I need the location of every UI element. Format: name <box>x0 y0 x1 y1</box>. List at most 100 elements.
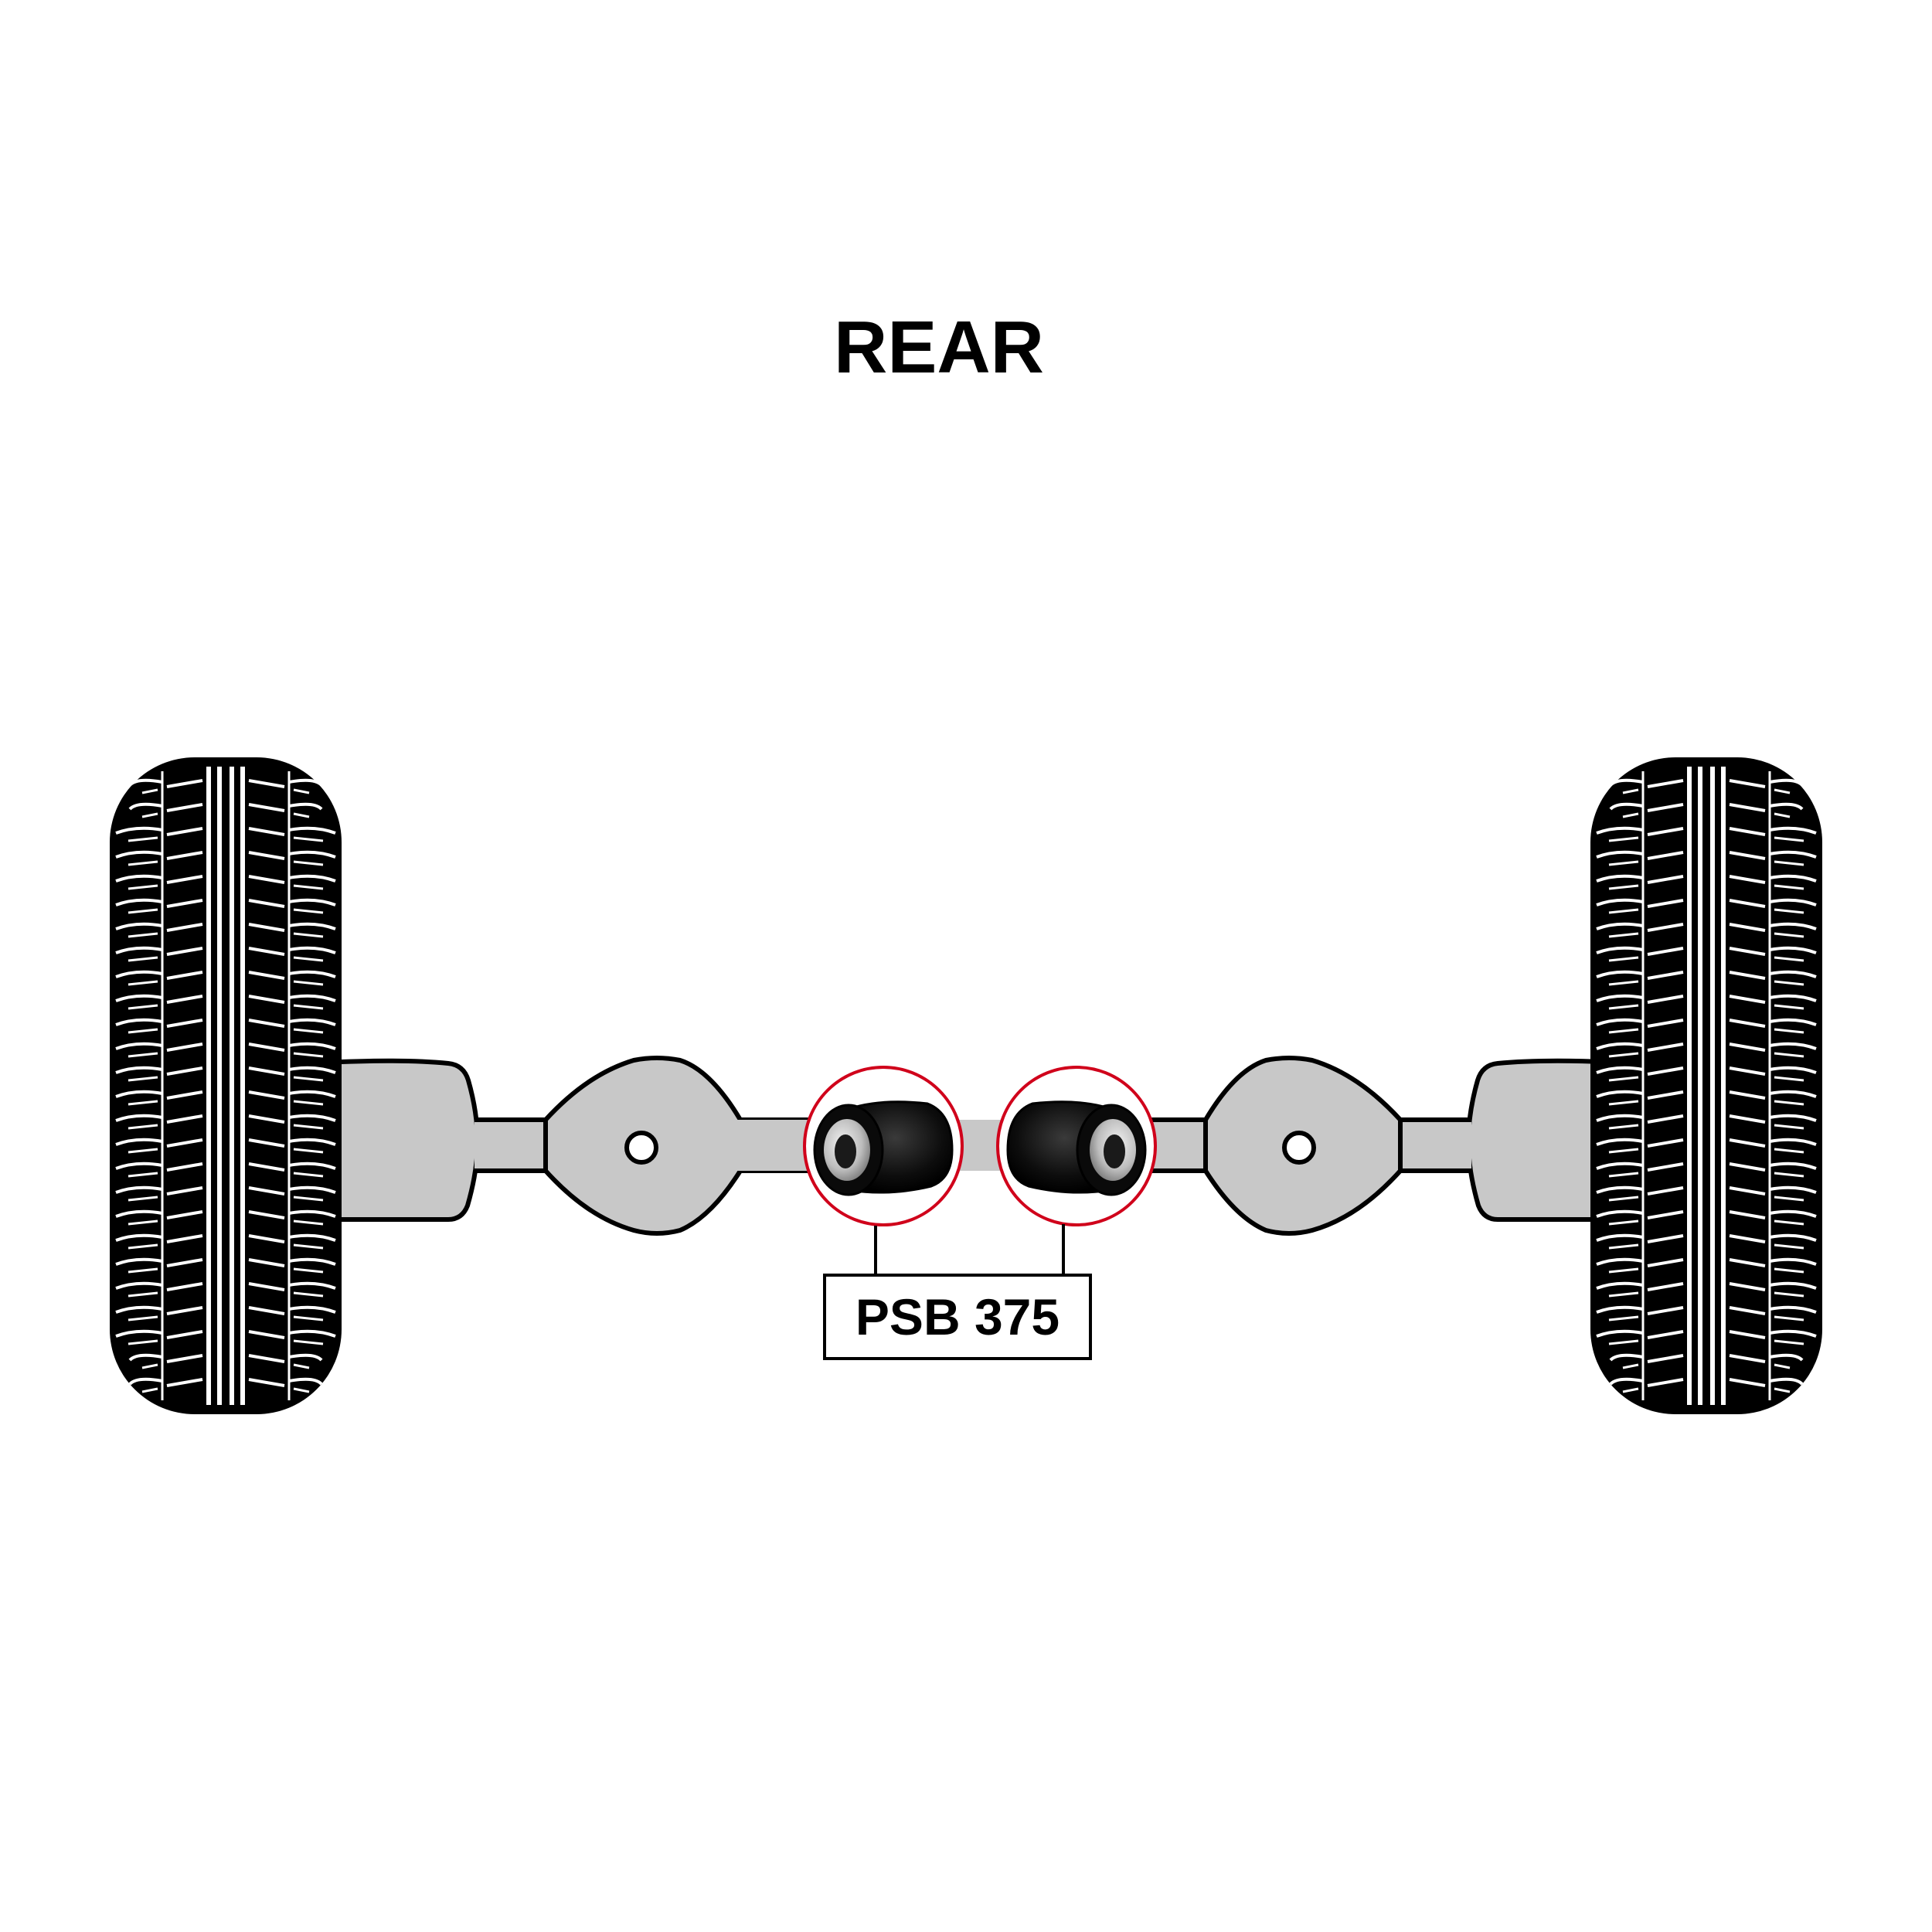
tread-sipe <box>1769 1138 1817 1146</box>
tread-sipe <box>288 850 336 859</box>
tread-sipe <box>1608 1243 1639 1250</box>
tread-sipe <box>128 884 158 890</box>
tread-sipe <box>1647 947 1684 956</box>
tread-sipe <box>128 1267 158 1274</box>
tread-sipe <box>1729 1330 1766 1339</box>
tread-sipe <box>115 1233 163 1242</box>
tread-sipe <box>128 836 158 842</box>
tread-sipe <box>115 1138 163 1146</box>
tread-sipe <box>128 802 163 811</box>
tread-sipe <box>293 932 324 938</box>
tread-sipe <box>1769 1114 1817 1122</box>
tread-sipe <box>1729 1090 1766 1100</box>
tread-sipe <box>1774 1363 1791 1369</box>
tread-sipe <box>248 923 285 932</box>
tread-sipe <box>288 898 336 906</box>
tread-sipe <box>248 1019 285 1028</box>
tread-sipe <box>1596 922 1644 930</box>
tread-sipe <box>1774 956 1804 962</box>
tread-sipe <box>1774 1267 1804 1274</box>
tread-sipe <box>1647 923 1684 932</box>
tread-sipe <box>1769 826 1817 835</box>
tread-sipe <box>1596 874 1644 883</box>
tread-sipe <box>1596 1233 1644 1242</box>
tread-sipe <box>1774 1315 1804 1321</box>
tread-sipe <box>248 1162 285 1172</box>
tread-sipe <box>1774 1004 1804 1010</box>
tread-sipe <box>293 1196 324 1202</box>
tread-sipe <box>166 1066 203 1076</box>
tyre-body <box>110 757 342 1414</box>
tread-sipe <box>1774 1100 1804 1106</box>
tread-sipe <box>128 1291 158 1298</box>
tread-sipe <box>293 956 324 962</box>
tread-sipe <box>1729 1043 1766 1052</box>
tread-sipe <box>1769 1377 1804 1386</box>
tread-sipe <box>166 1043 203 1052</box>
tread-sipe <box>115 1281 163 1290</box>
tread-sipe <box>248 1043 285 1052</box>
tread-sipe <box>288 1377 323 1386</box>
tread-sipe <box>1608 1052 1639 1058</box>
tread-sipe <box>1774 1052 1804 1058</box>
tread-sipe <box>1596 1090 1644 1098</box>
tread-sipe <box>1774 884 1804 890</box>
tread-sipe <box>1608 1291 1639 1298</box>
tread-sipe <box>288 1042 336 1050</box>
tread-sipe <box>115 874 163 883</box>
tread-sipe <box>1769 1185 1817 1194</box>
tread-sipe <box>1596 1114 1644 1122</box>
tread-sipe <box>1774 1243 1804 1250</box>
tread-sipe <box>248 875 285 884</box>
tread-sipe <box>1769 1329 1817 1338</box>
tread-sipe <box>166 947 203 956</box>
tread-sipe <box>1769 1281 1817 1290</box>
diagram-title: REAR <box>834 306 1044 389</box>
tread-sipe <box>1769 1066 1817 1074</box>
tread-sipe <box>1608 1196 1639 1202</box>
tread-sipe <box>1769 994 1817 1002</box>
tread-sipe <box>288 1018 336 1026</box>
left-bush-highlight <box>803 1066 964 1226</box>
tread-sipe <box>293 1267 324 1274</box>
tread-sipe <box>248 1186 285 1196</box>
tread-sipe <box>1608 932 1639 938</box>
tread-sipe <box>128 1052 158 1058</box>
tread-sipe <box>1729 1354 1766 1363</box>
left-bush-icon <box>813 1100 954 1196</box>
tread-sipe <box>1647 779 1684 788</box>
tread-sipe <box>248 995 285 1004</box>
tread-sipe <box>1609 1377 1644 1386</box>
tread-sipe <box>166 827 203 836</box>
tread-sipe <box>288 1305 336 1314</box>
tread-sipe <box>1647 995 1684 1004</box>
tread-sipe <box>166 1378 203 1387</box>
tread-sipe <box>128 1124 158 1130</box>
tread-sipe <box>128 1339 158 1345</box>
tread-sipe <box>1622 788 1639 794</box>
tread-sipe <box>248 827 285 836</box>
tread-sipe <box>1774 932 1804 938</box>
tread-sipe <box>128 1243 158 1250</box>
tread-sipe <box>128 956 158 962</box>
tread-sipe <box>1774 836 1804 842</box>
tread-sipe <box>166 1330 203 1339</box>
part-number-label: PSB 375 <box>855 1288 1060 1345</box>
tread-sipe <box>128 1028 158 1034</box>
tread-sipe <box>1769 1162 1817 1170</box>
tread-sipe <box>115 898 163 906</box>
tread-sipe <box>1608 956 1639 962</box>
tread-sipe <box>1647 803 1684 812</box>
tread-sipe <box>248 1354 285 1363</box>
tread-sipe <box>115 946 163 954</box>
tread-sipe <box>288 1066 336 1074</box>
tread-sipe <box>288 970 336 978</box>
tread-sipe <box>248 779 285 788</box>
tread-sipe <box>128 1004 158 1010</box>
tread-sipe <box>1769 1305 1817 1314</box>
tread-sipe <box>1608 908 1639 914</box>
tread-sipe <box>288 1162 336 1170</box>
tread-sipe <box>166 923 203 932</box>
tread-sipe <box>1774 1291 1804 1298</box>
tread-sipe <box>1608 860 1639 866</box>
